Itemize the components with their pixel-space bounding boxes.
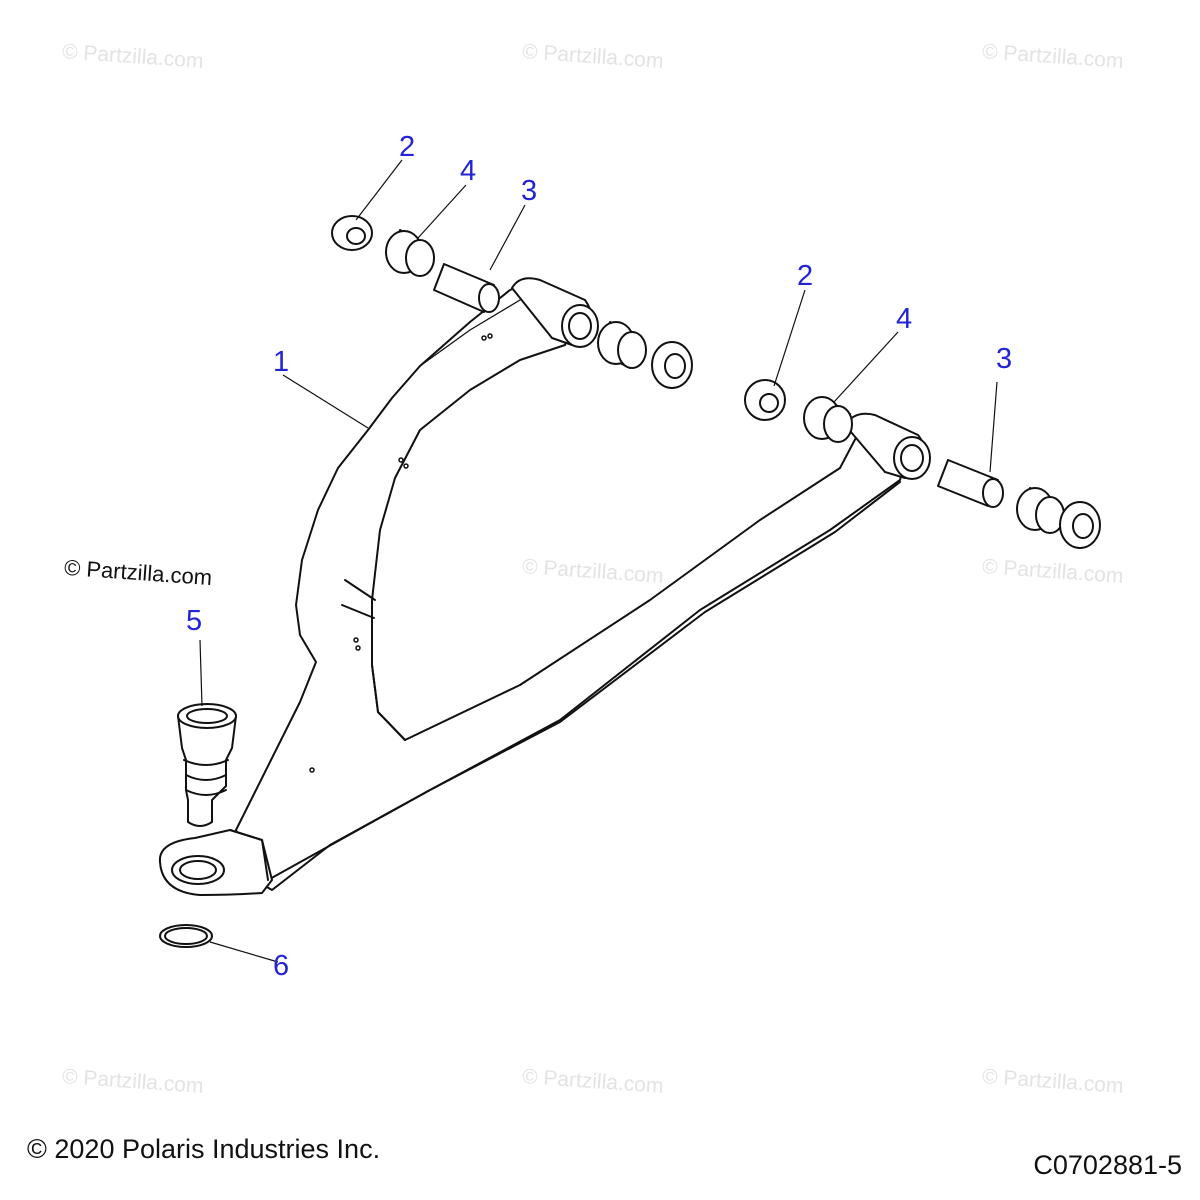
callout-snap-ring: 6 — [273, 950, 290, 982]
snap-ring — [159, 924, 213, 948]
drill-holes — [309, 333, 493, 773]
copyright-text: © 2020 Polaris Industries Inc. — [27, 1134, 381, 1164]
callout-sleeve-left: 3 — [521, 175, 538, 207]
washer-right-outer — [744, 379, 786, 421]
callout-spacer-right: 4 — [896, 303, 913, 335]
a-arm-body — [235, 285, 911, 891]
callout-washer-right: 2 — [797, 260, 814, 292]
callout-spacer-left: 4 — [460, 155, 477, 187]
sleeve-right — [937, 459, 1004, 508]
ball-joint — [177, 703, 237, 827]
ball-joint-eye — [158, 829, 273, 896]
left-bushing-tube — [511, 277, 599, 348]
diagram-code: C0702881-5 — [1033, 1150, 1182, 1180]
washer-left-outer — [331, 215, 373, 251]
washer-right-inner — [1059, 501, 1101, 549]
callout-ball-joint: 5 — [186, 605, 203, 637]
callout-arm: 1 — [273, 346, 290, 378]
spacer-right-inner — [1016, 487, 1065, 534]
spacer-left-inner — [597, 321, 647, 369]
callout-washer-left: 2 — [399, 131, 416, 163]
washer-left-inner — [651, 341, 693, 389]
right-bushing-tube — [844, 412, 931, 480]
spacer-right-outer — [803, 396, 853, 443]
callout-sleeve-right: 3 — [996, 343, 1013, 375]
spacer-left-outer — [385, 229, 435, 277]
sleeve-left — [433, 263, 500, 313]
leader-lines — [199, 159, 998, 963]
